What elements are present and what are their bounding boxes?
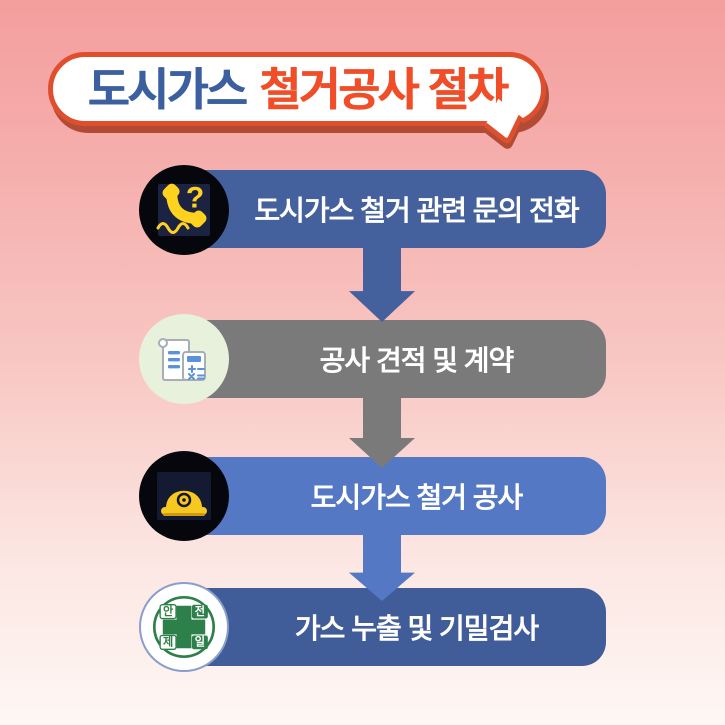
step-bar-3: 도시가스 철거 공사 <box>165 457 606 535</box>
step-bar-1: 도시가스 철거 관련 문의 전화 <box>165 170 606 248</box>
hard-hat-icon-art <box>157 472 211 520</box>
safety-char-il: 일 <box>195 635 205 649</box>
page-title-part1: 도시가스 <box>87 63 248 115</box>
step-3-label: 도시가스 철거 공사 <box>310 482 524 513</box>
step-1-label: 도시가스 철거 관련 문의 전화 <box>254 195 579 226</box>
safety-char-an: 안 <box>163 604 174 618</box>
step-2-label: 공사 견적 및 계약 <box>319 345 515 376</box>
hard-hat-icon <box>139 451 229 541</box>
down-arrow-1 <box>349 248 415 322</box>
safety-first-badge-icon: 안 전 제 일 <box>139 582 229 672</box>
step-bar-2: 공사 견적 및 계약 <box>165 320 606 398</box>
question-mark-glyph: ? <box>186 182 204 215</box>
safety-char-jeon: 전 <box>195 604 205 618</box>
phone-question-icon-art: ? <box>156 182 210 236</box>
down-arrow-2-shape <box>349 396 415 468</box>
down-arrow-1-shape <box>349 248 415 322</box>
step-4-label: 가스 누출 및 기밀검사 <box>294 613 539 644</box>
estimate-calculator-receipt-icon <box>139 314 229 404</box>
down-arrow-3 <box>349 533 415 601</box>
step-bar-4: 가스 누출 및 기밀검사 <box>165 588 606 666</box>
phone-question-icon: ? <box>139 165 229 255</box>
safety-char-je: 제 <box>163 635 173 649</box>
estimate-icon-art <box>158 338 206 381</box>
title-bubble: 도시가스 철거공사 절차 <box>48 52 546 147</box>
page-title-part2: 철거공사 절차 <box>259 63 508 115</box>
safety-first-icon-art: 안 전 제 일 <box>152 595 216 659</box>
down-arrow-2 <box>349 396 415 468</box>
down-arrow-3-shape <box>349 533 415 601</box>
